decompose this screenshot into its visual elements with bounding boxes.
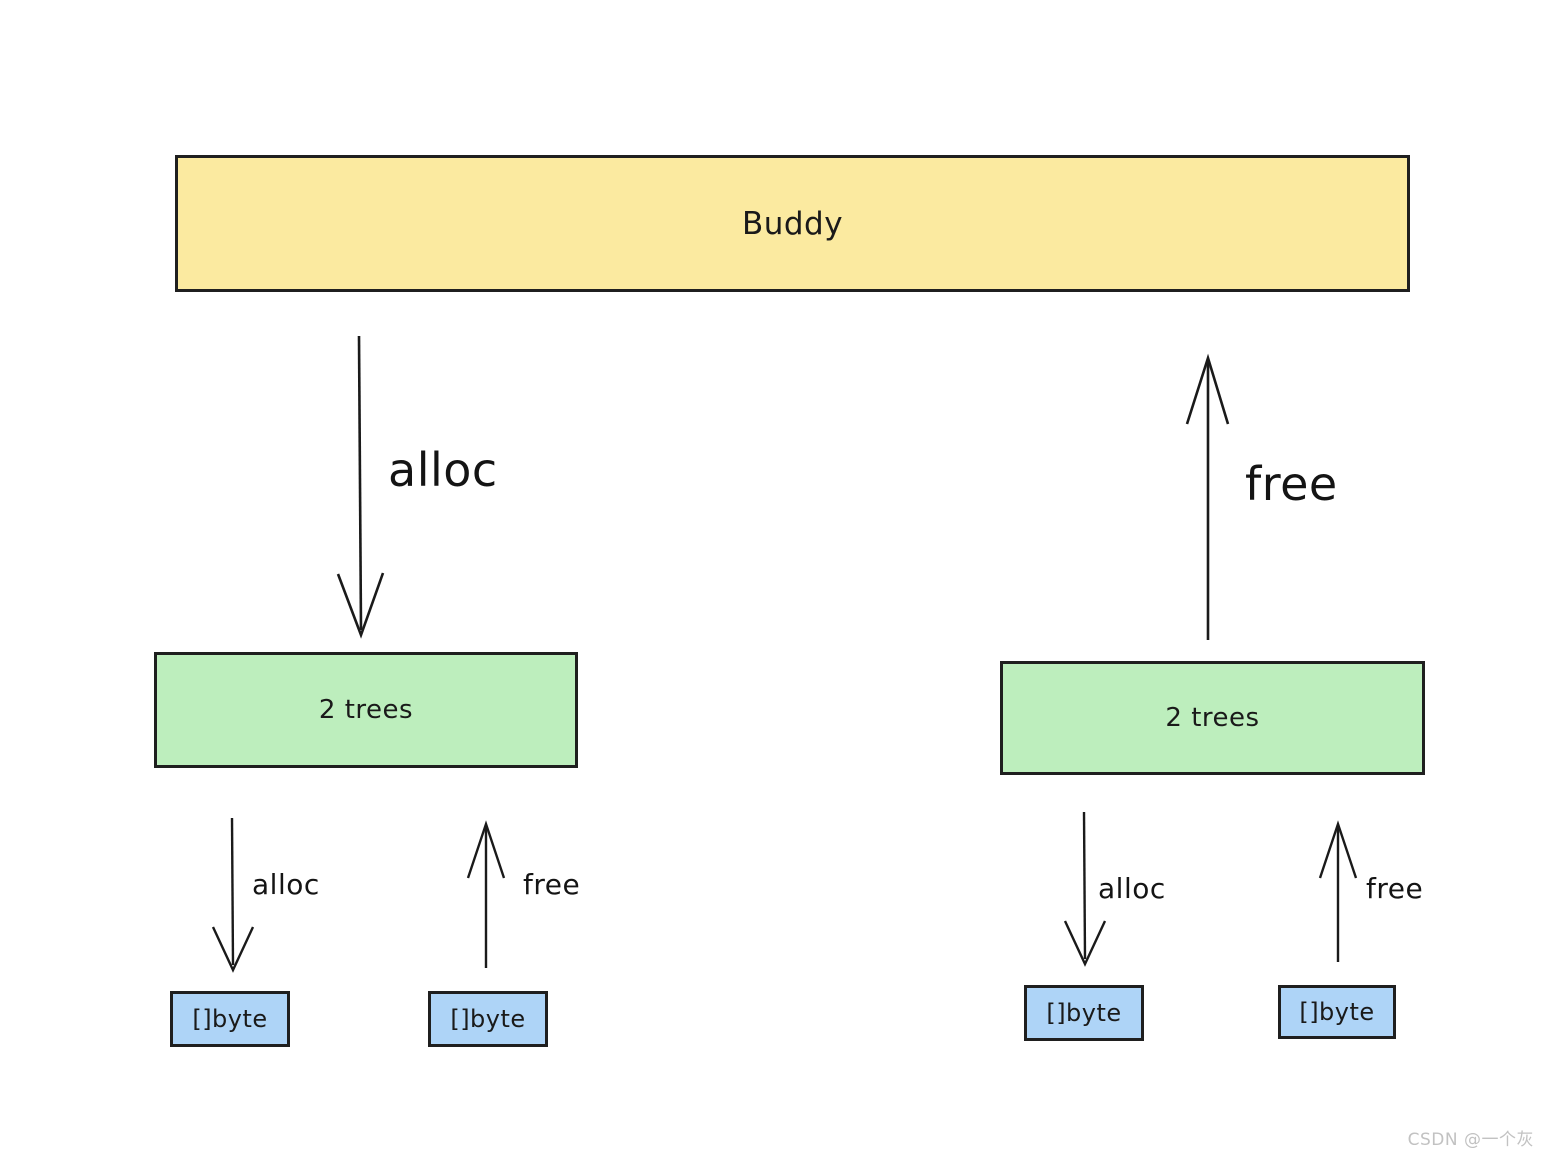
edge-label-free-right-leaf: free [1366, 872, 1424, 905]
edge-label-free-main: free [1245, 457, 1338, 511]
node-trees-right[interactable]: 2 trees [1000, 661, 1425, 775]
watermark: CSDN @一个灰 [1407, 1130, 1534, 1150]
node-byte-left-free-label: []byte [450, 1005, 526, 1033]
node-trees-left-label: 2 trees [318, 695, 414, 725]
edge-label-alloc-main: alloc [388, 443, 498, 497]
edge-label-alloc-right-leaf: alloc [1098, 872, 1166, 905]
node-byte-left-free[interactable]: []byte [428, 991, 548, 1047]
node-byte-right-alloc[interactable]: []byte [1024, 985, 1144, 1041]
node-trees-right-label: 2 trees [1165, 703, 1260, 733]
arrow-free-right-leaf [1318, 820, 1358, 962]
edge-label-free-left-leaf: free [523, 868, 581, 901]
arrow-free-left-leaf [466, 820, 506, 968]
node-byte-right-free[interactable]: []byte [1278, 985, 1396, 1039]
edge-label-alloc-left-leaf: alloc [252, 868, 320, 901]
node-byte-left-alloc-label: []byte [192, 1005, 268, 1033]
arrow-alloc-main [336, 335, 385, 639]
node-buddy[interactable]: Buddy [175, 155, 1410, 292]
arrow-alloc-left-leaf [211, 817, 255, 973]
node-byte-left-alloc[interactable]: []byte [170, 991, 290, 1047]
node-buddy-label: Buddy [741, 205, 844, 242]
node-trees-left[interactable]: 2 trees [154, 652, 578, 768]
node-byte-right-free-label: []byte [1299, 998, 1375, 1026]
arrow-free-main [1185, 353, 1230, 640]
node-byte-right-alloc-label: []byte [1046, 999, 1122, 1027]
